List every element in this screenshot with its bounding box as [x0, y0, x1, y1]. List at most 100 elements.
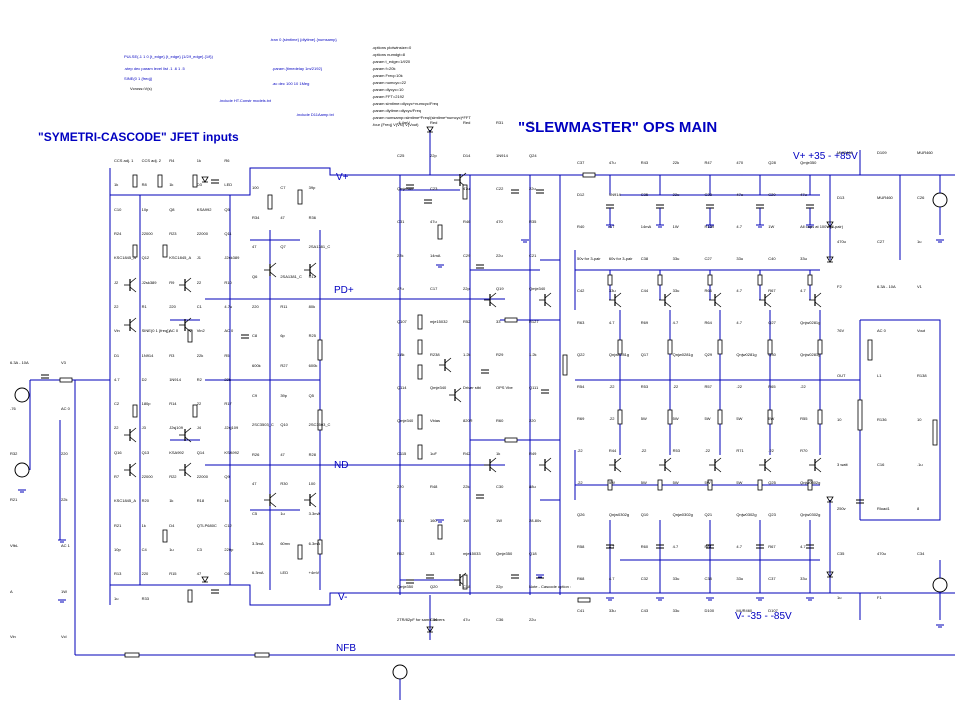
component-label: R29 [496, 351, 504, 357]
component-label: 1k [224, 498, 229, 504]
component-label: R55 [800, 416, 808, 421]
output-transistor-bot [614, 457, 622, 464]
r62-resistor [504, 437, 518, 443]
component-label: 22000 [141, 230, 153, 236]
spice-directive: .include HT.Constr models.txt [219, 98, 272, 103]
gate-resistor-bot [757, 479, 763, 491]
component-label: R27 [280, 362, 288, 368]
component-label: Q14 [196, 449, 205, 455]
r1-resistor [59, 377, 73, 383]
spice-directive: .param numsamp=simtime*Freq/(simtime*num… [372, 115, 471, 120]
driver-transistor [489, 301, 497, 308]
component-label: 22p [463, 285, 470, 291]
component-label: 22 [196, 401, 202, 407]
component-label: R62 [397, 550, 405, 556]
component-label: 3.3mA [308, 511, 321, 517]
component-label: 33u [672, 576, 680, 581]
component-label: 33u [672, 608, 680, 613]
component-label: R69 [577, 416, 585, 421]
r139-resistor [582, 172, 596, 178]
input-stage-transistor [129, 471, 137, 478]
output-transistor-bot [814, 466, 822, 473]
component-label: C31 [397, 219, 405, 225]
output-transistor-bot [714, 457, 722, 464]
input-stage-transistor [129, 286, 137, 293]
component-label: 1k [169, 182, 174, 188]
component-label: 47u [463, 616, 470, 622]
bias-resistor [417, 444, 423, 460]
component-label: R139 [704, 224, 715, 229]
r41-resistor [562, 354, 568, 376]
component-label: C6 [224, 571, 230, 577]
component-label: 1u [280, 511, 285, 517]
component-label: .22 [608, 384, 615, 389]
cascode-resistor [462, 184, 468, 200]
component-label: R57 [704, 384, 712, 389]
component-label: .1u [917, 461, 923, 467]
component-label: R71 [736, 448, 744, 453]
component-label: J2sj109 [224, 425, 239, 431]
component-label: 22k [196, 352, 204, 358]
gate-resistor-bot [707, 479, 713, 491]
component-label: Q6 [252, 273, 258, 279]
component-label: R65 [768, 384, 776, 389]
component-label: R17 [224, 401, 232, 407]
spice-directive: .param dlycyc=10 [372, 87, 404, 92]
vas-transistor [269, 492, 277, 499]
d107-diode [826, 496, 834, 503]
component-label: Qnjw0302g [672, 512, 693, 517]
component-label: .22 [768, 448, 774, 453]
component-label: Vin2 [196, 328, 205, 334]
component-label: 22p [430, 153, 437, 159]
component-label: 1k [169, 498, 174, 504]
component-label: Qmje340 [529, 285, 546, 291]
vas-transistor [269, 262, 277, 269]
component-label: D14 [463, 153, 471, 159]
component-label: 8 [917, 506, 920, 512]
component-label: 22000 [196, 474, 208, 480]
component-label: 33u [736, 256, 744, 261]
component-label: 5W [608, 480, 615, 485]
component-label: Qnjw0281g [672, 352, 693, 357]
component-label: R43 [640, 160, 649, 165]
component-label: 60mv [280, 540, 291, 546]
component-label: C16 [877, 461, 885, 467]
component-label: 1N914 [496, 153, 508, 159]
spice-directive: .param dlytime=dlycyc/Freq [372, 108, 422, 113]
component-label: KSC1845_A [114, 255, 137, 261]
component-label: C23 [430, 186, 438, 192]
component-label: Q10 [280, 422, 288, 428]
component-label: Note - Cascode option : [529, 583, 572, 589]
component-label: Qnjw0302g [608, 512, 630, 517]
jfet-symbol [184, 326, 192, 333]
component-label: Q30 [768, 352, 776, 357]
component-label: Q23 [768, 512, 776, 517]
component-label: R11 [280, 303, 288, 309]
component-label: Q13 [141, 449, 150, 455]
driver-transistor [544, 457, 552, 464]
output-transistor-top [714, 292, 722, 299]
component-label: C12 [224, 522, 232, 528]
component-label: MUR460 [736, 608, 753, 613]
component-label: Qnjw0281g [800, 320, 821, 325]
driver-transistor [489, 292, 497, 299]
component-label: D109 [877, 150, 887, 155]
component-label: 3 watt [837, 461, 848, 467]
component-label: 100 [308, 481, 316, 487]
spice-directive: .ac dec 100 10 1Meg [272, 81, 310, 86]
component-label: R36 [308, 214, 316, 220]
component-label: R41 [397, 517, 405, 523]
component-label: R18 [196, 498, 205, 504]
input-stage-transistor [184, 462, 192, 469]
component-label: C35 [640, 192, 649, 197]
component-label: mje15033 [463, 550, 481, 556]
component-label: C44 [640, 288, 649, 293]
vas-resistor [297, 544, 303, 560]
component-label: C9 [252, 392, 258, 398]
component-label: 820R [463, 418, 473, 424]
component-label: Qmje350 [800, 160, 817, 165]
component-label: Q18 [529, 550, 537, 556]
emitter-resistor-bot [617, 409, 623, 425]
output-transistor-top [814, 301, 822, 308]
